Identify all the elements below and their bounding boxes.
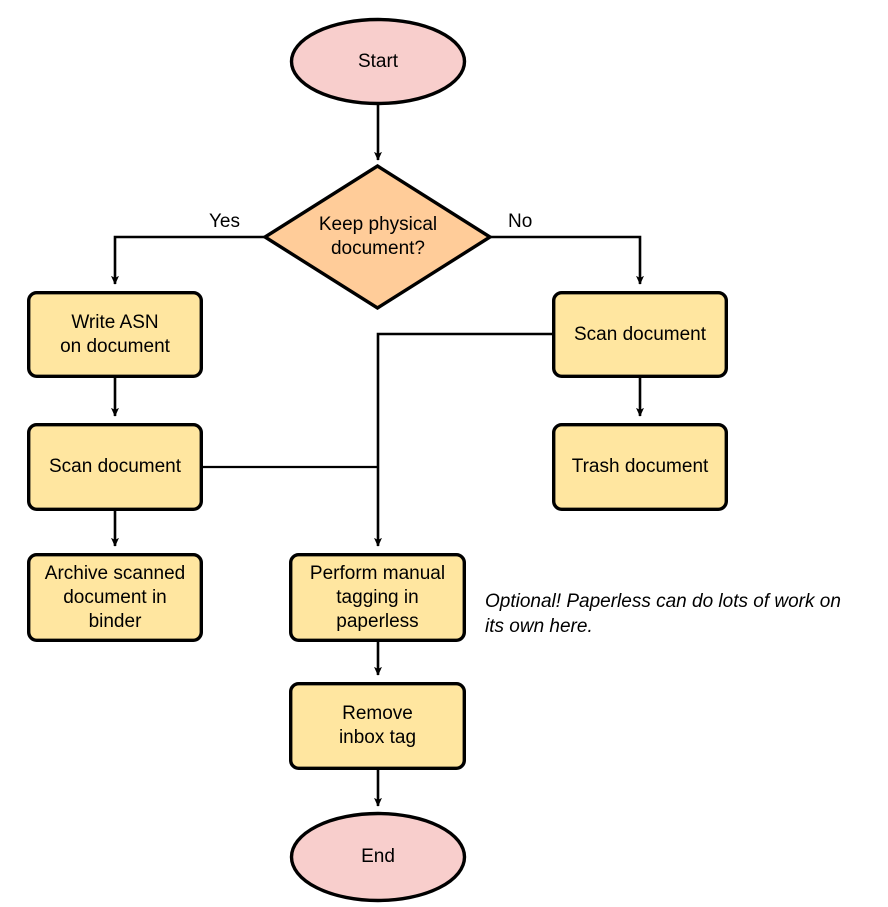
node-start-shape[interactable] bbox=[289, 17, 467, 106]
edge-decision-yes bbox=[111, 235, 265, 285]
edge-label-no: No bbox=[508, 211, 533, 232]
node-end-shape[interactable] bbox=[289, 811, 467, 903]
node-write-asn-on-document-shape[interactable] bbox=[27, 291, 204, 379]
edge-decision-no bbox=[490, 235, 644, 285]
optional-note: Optional! Paperless can do lots of work … bbox=[485, 591, 841, 637]
node-perform-manual-tagging-in-paperless-shape[interactable] bbox=[289, 553, 467, 643]
edge-merge-to-tagging bbox=[203, 332, 552, 547]
node-scan-document-right-shape[interactable] bbox=[552, 291, 729, 379]
node-keep-physical-document-shape[interactable] bbox=[261, 163, 494, 311]
node-archive-scanned-document-in-binder-shape[interactable] bbox=[27, 553, 204, 643]
edge-label-yes: Yes bbox=[209, 211, 240, 232]
node-scan-document-left-shape[interactable] bbox=[27, 423, 204, 512]
node-remove-inbox-tag-shape[interactable] bbox=[289, 682, 467, 771]
node-trash-document-shape[interactable] bbox=[552, 423, 729, 512]
